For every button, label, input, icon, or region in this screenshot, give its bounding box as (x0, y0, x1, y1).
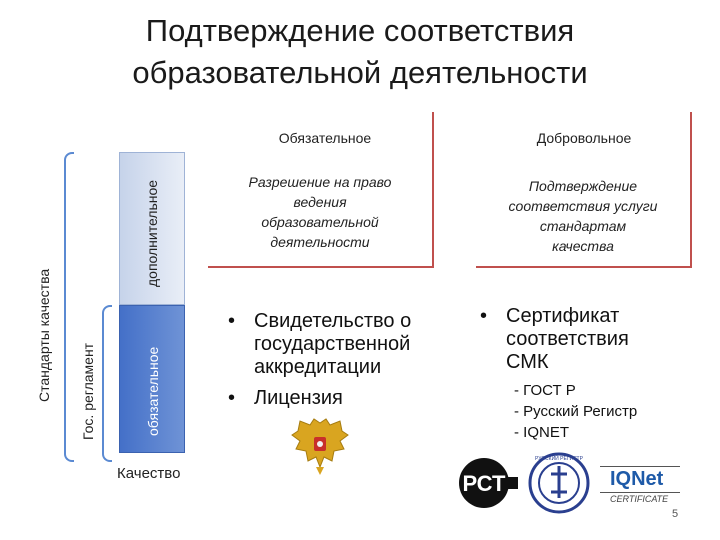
voluntary-desc-line: качества (552, 238, 614, 254)
mandatory-desc-line: деятельности (270, 234, 370, 250)
iqnet-logo-subtext: CERTIFICATE (610, 494, 669, 504)
mandatory-header-box (208, 112, 434, 156)
page-title: Подтверждение соответствия образовательн… (0, 10, 720, 94)
bullet-line: Свидетельство о (254, 310, 412, 332)
bullet-line: государственной (254, 333, 411, 355)
additional-bar (119, 152, 185, 305)
iqnet-logo-line (600, 466, 680, 467)
voluntary-desc-line: стандартам (539, 218, 627, 234)
iqnet-logo: IQNet CERTIFICATE (600, 460, 680, 508)
iqnet-logo-text: IQNet (610, 468, 664, 490)
russian-register-text: РУССКИЙ РЕГИСТР (535, 454, 584, 462)
mandatory-bar-label: обязательное (145, 346, 161, 436)
coat-of-arms-icon (291, 418, 349, 475)
standards-label: Стандарты качества (36, 268, 52, 402)
subitem: - ГОСТ Р (514, 382, 576, 399)
voluntary-description: Подтверждение соответствия услуги станда… (480, 176, 686, 256)
rst-logo-text: РСТ (463, 471, 506, 496)
bullet-line: аккредитации (254, 356, 382, 378)
voluntary-header: Добровольное (536, 130, 632, 146)
additional-label: дополнительное (144, 179, 160, 287)
title-line-2: образовательной деятельности (132, 55, 588, 90)
mandatory-header: Обязательное (278, 130, 372, 146)
iqnet-logo-line (600, 492, 680, 493)
voluntary-description-box (476, 156, 692, 268)
mandatory-bar (119, 305, 185, 453)
mandatory-bullet-license: • Лицензия (228, 387, 448, 410)
mandatory-description: Разрешение на право ведения образователь… (214, 172, 426, 252)
bullet-dot: • (480, 305, 488, 327)
mandatory-desc-line: ведения (293, 194, 347, 210)
page-number: 5 (672, 508, 679, 520)
bullet-line: СМК (506, 351, 549, 373)
gov-bracket (102, 305, 112, 462)
mandatory-bullet-accreditation: • Свидетельство о государственной аккред… (228, 310, 448, 379)
standards-bracket (64, 152, 74, 462)
mandatory-desc-line: образовательной (261, 214, 379, 230)
bullet-line: Лицензия (254, 387, 343, 409)
russian-register-logo-icon: РУССКИЙ РЕГИСТР (528, 452, 590, 514)
bullet-line: Сертификат (506, 305, 620, 327)
subitem: - IQNET (514, 424, 569, 441)
bullet-dot: • (228, 387, 236, 409)
voluntary-subitems: - ГОСТ Р - Русский Регистр - IQNET (514, 380, 704, 443)
mandatory-desc-line: Разрешение на право (248, 174, 392, 190)
voluntary-header-box (476, 112, 692, 156)
subitem: - Русский Регистр (514, 403, 638, 420)
title-line-1: Подтверждение соответствия (145, 13, 575, 48)
voluntary-desc-line: Подтверждение (528, 178, 638, 194)
bullet-line: соответствия (506, 328, 629, 350)
bullet-dot: • (228, 310, 236, 332)
voluntary-desc-line: соответствия услуги (508, 198, 658, 214)
quality-label: Качество (117, 465, 181, 482)
rst-logo-icon: РСТ (459, 458, 518, 508)
voluntary-bullet-certificate: • Сертификат соответствия СМК (480, 305, 700, 374)
mandatory-description-box (208, 156, 434, 268)
gov-label: Гос. регламент (80, 342, 96, 440)
